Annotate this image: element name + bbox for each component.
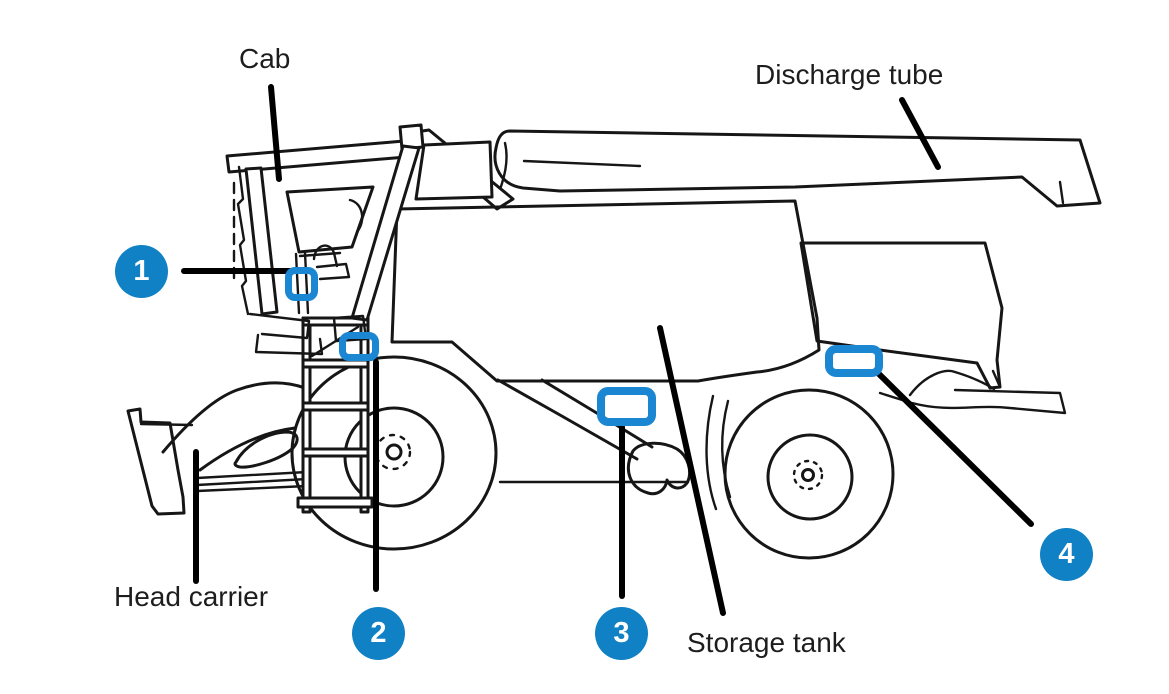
rear-wheel <box>705 388 895 560</box>
highlight-box-2 <box>339 332 379 361</box>
marker-badge-4: 4 <box>1040 528 1093 581</box>
head-carrier-label: Head carrier <box>114 581 269 612</box>
storage-tank-label: Storage tank <box>687 627 846 658</box>
cab-leader-line <box>268 84 282 182</box>
marker-badge-2: 2 <box>352 607 405 660</box>
cab-outline <box>225 123 425 356</box>
discharge-tube-leader-line <box>899 97 941 170</box>
storage-tank-leader-line <box>657 325 726 616</box>
grain-elevator <box>407 128 515 211</box>
marker-badge-1: 1 <box>115 245 168 298</box>
grain-tank-body <box>390 199 821 383</box>
marker-badge-3: 3 <box>595 607 648 660</box>
marker4-leader-line <box>876 371 1034 527</box>
discharge-tube-label: Discharge tube <box>755 59 944 90</box>
head-carrier-assembly <box>126 381 309 516</box>
highlight-box-1 <box>285 267 318 301</box>
highlight-box-4 <box>825 345 883 377</box>
cab-label: Cab <box>239 43 291 74</box>
access-ladder <box>296 316 374 514</box>
highlight-box-3 <box>597 387 656 426</box>
